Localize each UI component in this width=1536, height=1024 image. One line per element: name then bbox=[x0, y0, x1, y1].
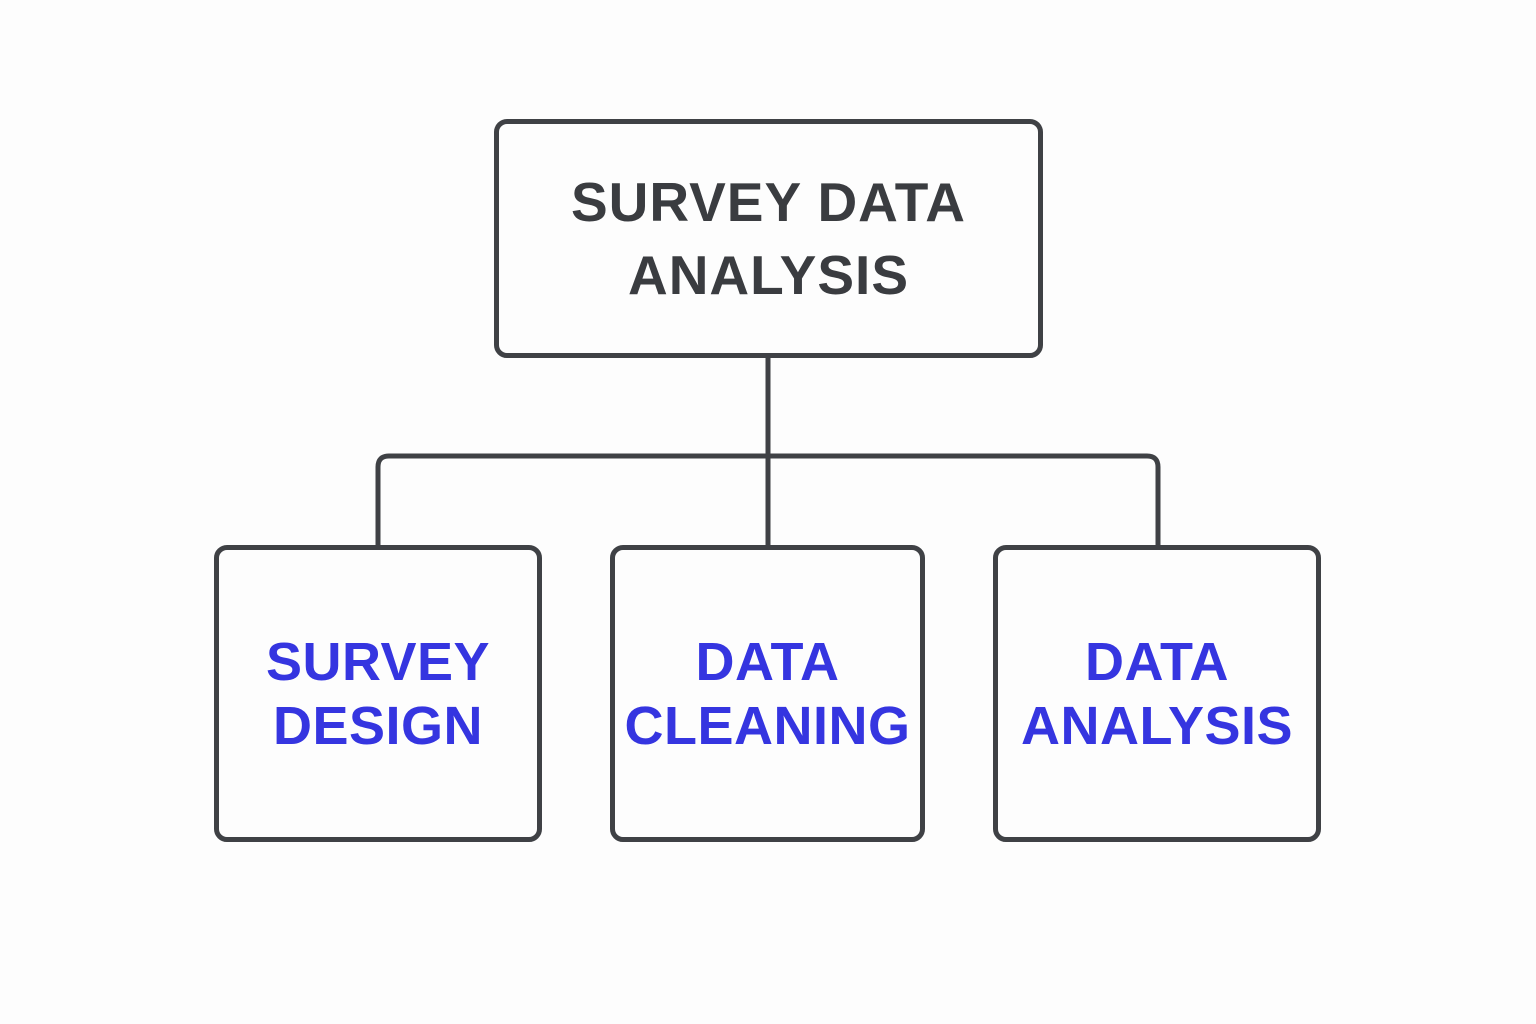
child-node-data-analysis: DATA ANALYSIS bbox=[993, 545, 1321, 842]
child-node-data-cleaning: DATA CLEANING bbox=[610, 545, 925, 842]
child-node-label: DATA CLEANING bbox=[624, 631, 911, 756]
child-node-label: DATA ANALYSIS bbox=[1020, 631, 1294, 756]
root-node-label: SURVEY DATA ANALYSIS bbox=[570, 170, 967, 306]
root-node: SURVEY DATA ANALYSIS bbox=[494, 119, 1043, 358]
child-node-survey-design: SURVEY DESIGN bbox=[214, 545, 542, 842]
child-node-label: SURVEY DESIGN bbox=[265, 631, 491, 756]
